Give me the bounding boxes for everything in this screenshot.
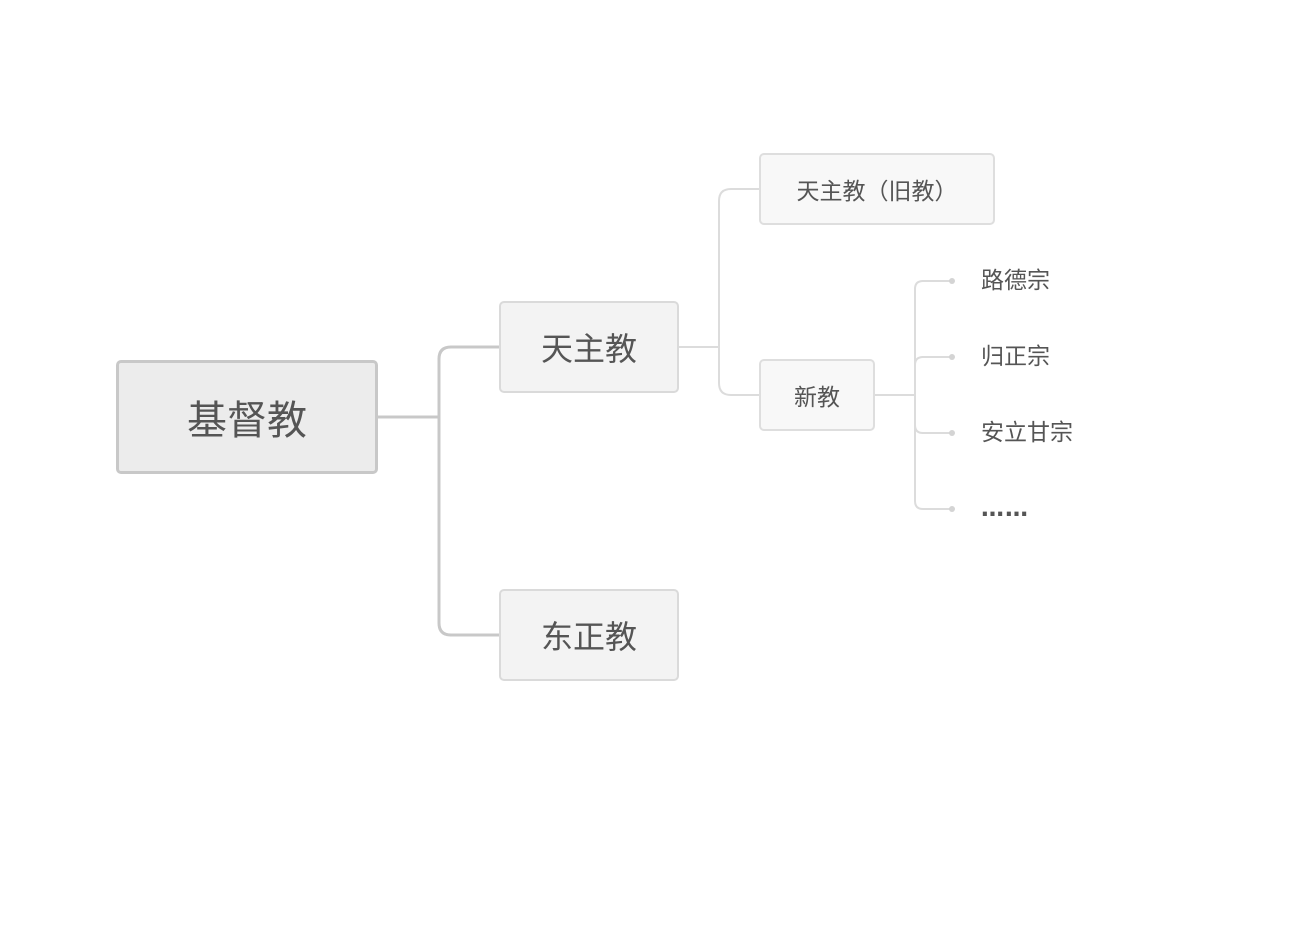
node-catholicism-old-label: 天主教（旧教）: [796, 179, 958, 205]
root-node-christianity[interactable]: 基督教: [116, 360, 378, 474]
leaf-anglicanism[interactable]: 安立甘宗: [981, 420, 1073, 446]
root-node-label: 基督教: [187, 398, 307, 444]
connector-protestant-to-lutheran: [914, 280, 952, 395]
connector-protestant-to-more: [914, 395, 952, 510]
node-catholicism-old[interactable]: 天主教（旧教）: [759, 153, 995, 225]
node-catholicism[interactable]: 天主教: [499, 301, 679, 393]
leaf-lutheranism[interactable]: 路德宗: [981, 268, 1050, 294]
leaf-more-ellipsis[interactable]: ……: [981, 496, 1029, 522]
leaf-dot-more: [949, 506, 955, 512]
connector-catholic-to-old: [718, 188, 759, 347]
connector-protestant-to-anglican: [914, 395, 952, 434]
connector-protestant-to-reformed: [914, 356, 952, 395]
node-eastern-orthodox-label: 东正教: [540, 618, 637, 656]
connector-catholic-to-protestant: [718, 347, 759, 396]
connector-root-to-catholic: [437, 345, 499, 417]
node-eastern-orthodox[interactable]: 东正教: [499, 589, 679, 681]
leaf-dot-anglican: [949, 430, 955, 436]
node-catholicism-label: 天主教: [540, 330, 637, 368]
leaf-reformed[interactable]: 归正宗: [981, 344, 1050, 370]
leaf-dot-reformed: [949, 354, 955, 360]
node-protestantism-label: 新教: [794, 385, 840, 411]
leaf-dot-lutheran: [949, 278, 955, 284]
connector-root-to-orthodox: [437, 417, 499, 637]
node-protestantism[interactable]: 新教: [759, 359, 875, 431]
